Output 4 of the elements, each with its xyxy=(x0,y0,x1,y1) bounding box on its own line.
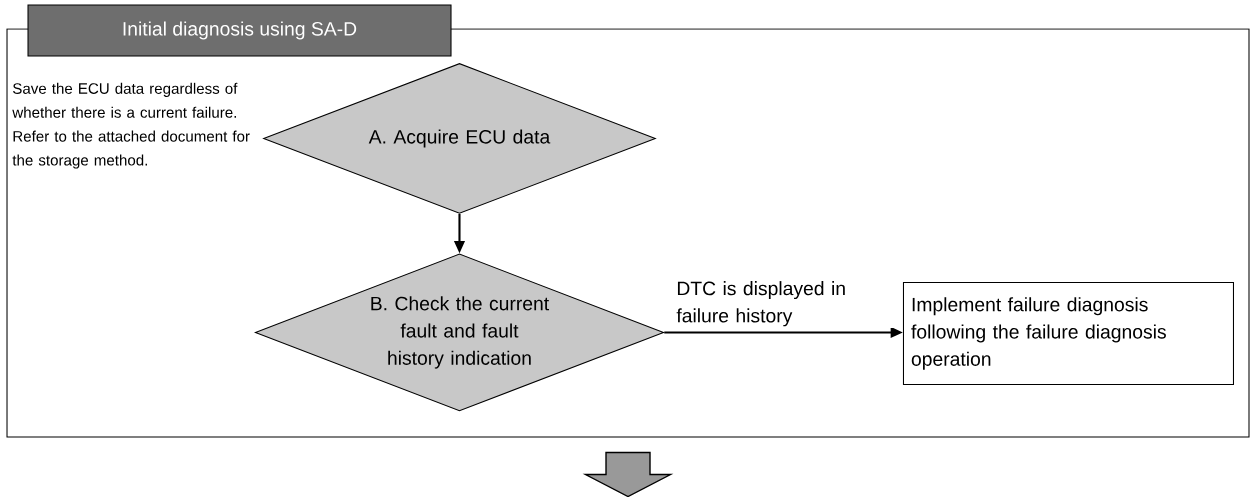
process-box: Implement failure diagnosis following the failure diagnosis operation xyxy=(902,281,1234,385)
note-text: Save the ECU data regardless of whether there is a current failure. Refer to the attached document for the storage method. xyxy=(12,82,250,169)
block-arrow xyxy=(582,451,674,497)
edge-label: DTC is displayed in failure history xyxy=(674,279,899,329)
